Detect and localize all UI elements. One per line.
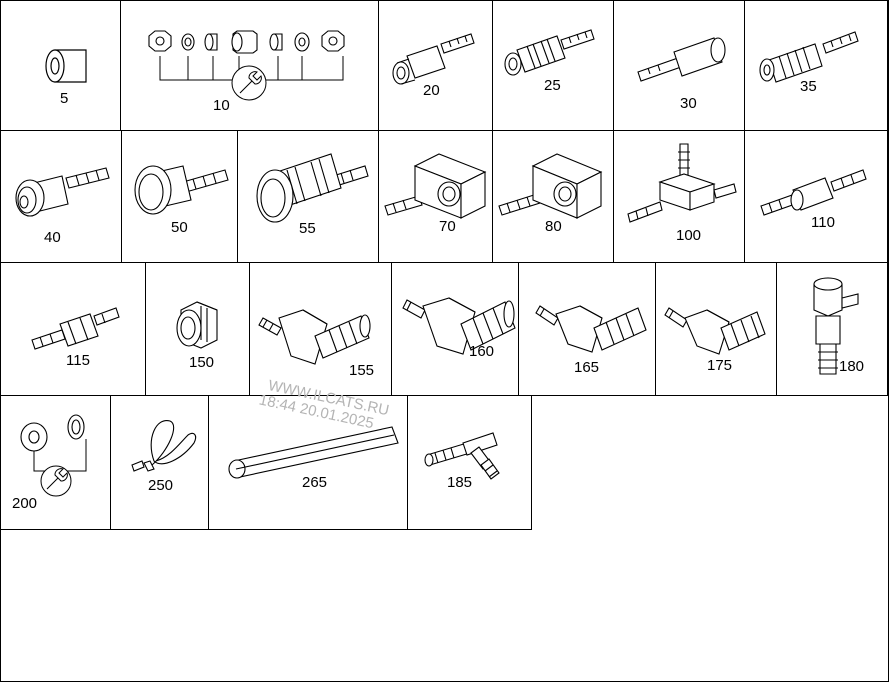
washer-kit-illustration: [20, 414, 87, 497]
cell-part-150[interactable]: 150: [145, 262, 250, 396]
part-number: 150: [189, 354, 215, 371]
part-number: 110: [811, 214, 835, 231]
cell-part-55[interactable]: 55: [237, 130, 379, 263]
cell-part-110[interactable]: 110: [745, 130, 888, 263]
fittings-kit-illustration: [148, 30, 345, 101]
part-number: 115: [66, 352, 90, 369]
ribbed-connector-illustration: [759, 31, 859, 83]
flanged-connector-illustration: [15, 167, 110, 217]
cell-part-175[interactable]: 175: [655, 262, 777, 396]
cell-part-185[interactable]: 185: [407, 395, 532, 530]
elbow-connector-illustration: [664, 307, 766, 355]
part-number: 20: [423, 82, 440, 99]
straight-connector-illustration: [392, 33, 475, 85]
cell-part-50[interactable]: 50: [121, 130, 238, 263]
part-number: 175: [707, 357, 733, 374]
part-number: 5: [60, 90, 69, 107]
part-number: 80: [545, 218, 562, 235]
part-number: 35: [800, 78, 817, 95]
cup-connector-illustration: [134, 165, 229, 215]
cell-part-165[interactable]: 165: [518, 262, 656, 396]
part-number: 160: [469, 343, 495, 360]
elbow-connector-illustration: [258, 309, 371, 365]
part-number: 50: [171, 219, 188, 236]
large-coupling-illustration: [256, 153, 369, 223]
cell-part-20[interactable]: 20: [379, 0, 493, 131]
block-fitting-illustration: [384, 153, 487, 219]
cell-part-40[interactable]: 40: [0, 130, 122, 263]
cell-part-35[interactable]: 35: [745, 0, 888, 131]
part-number: 185: [447, 474, 473, 491]
cell-part-200[interactable]: 200: [0, 395, 111, 530]
cell-part-160[interactable]: 160: [391, 262, 519, 396]
cell-part-25[interactable]: 25: [493, 0, 614, 131]
cell-part-80[interactable]: 80: [493, 130, 614, 263]
double-barb-connector-illustration: [31, 307, 120, 350]
part-number: 165: [574, 359, 600, 376]
part-number: 155: [349, 362, 375, 379]
cell-part-250[interactable]: 250: [110, 395, 209, 530]
part-number: 30: [680, 95, 697, 112]
cell-part-5[interactable]: 5: [0, 0, 121, 131]
part-number: 180: [839, 358, 865, 375]
cell-part-265[interactable]: 265: [208, 395, 408, 530]
part-number: 55: [299, 220, 316, 237]
part-number: 250: [148, 477, 174, 494]
cell-part-30[interactable]: 30: [614, 0, 745, 131]
double-barb-connector-illustration: [760, 169, 867, 216]
cell-part-115[interactable]: 115: [0, 262, 146, 396]
part-number: 100: [676, 227, 702, 244]
cell-part-100[interactable]: 100: [614, 130, 745, 263]
part-number: 265: [302, 474, 328, 491]
part-number: 200: [12, 495, 38, 512]
tee-fitting-illustration: [627, 143, 737, 223]
threaded-nut-illustration: [176, 301, 218, 349]
part-number: 40: [44, 229, 61, 246]
cell-part-180[interactable]: 180: [776, 262, 888, 396]
cell-part-70[interactable]: 70: [379, 130, 493, 263]
block-fitting-illustration: [498, 153, 603, 219]
ribbed-connector-illustration: [504, 29, 595, 76]
elbow-connector-illustration: [402, 297, 516, 355]
vertical-valve-illustration: [813, 277, 859, 375]
cable-tie-illustration: [131, 420, 197, 472]
tee-connector-illustration: [424, 432, 500, 480]
cell-part-10[interactable]: 10: [121, 0, 379, 131]
cell-part-155[interactable]: 155: [249, 262, 392, 396]
part-number: 10: [213, 97, 230, 114]
elbow-connector-illustration: [535, 305, 647, 353]
part-number: 25: [544, 77, 561, 94]
tube-sleeve-illustration: [45, 49, 87, 83]
rod-illustration: [228, 426, 399, 479]
part-number: 70: [439, 218, 456, 235]
sleeve-connector-illustration: [637, 37, 726, 82]
